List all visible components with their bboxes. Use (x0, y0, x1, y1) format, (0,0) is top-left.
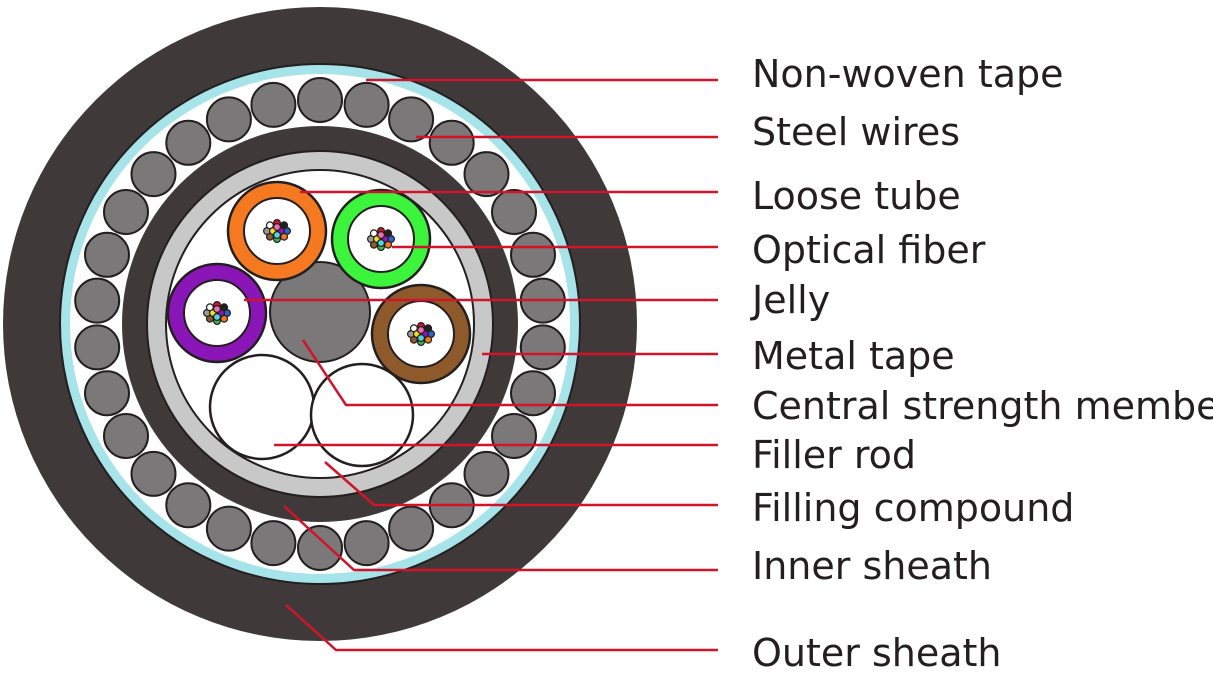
steel-wire (343, 520, 390, 567)
optical-fiber (273, 231, 282, 240)
label-metal-tape: Metal tape (752, 334, 955, 378)
steel-wire (388, 505, 435, 552)
leader-line-outer-sheath (285, 604, 718, 652)
steel-wire (74, 324, 121, 371)
label-non-woven-tape: Non-woven tape (752, 52, 1064, 96)
label-jelly: Jelly (752, 278, 831, 322)
steel-wire (103, 413, 149, 459)
optical-fiber (377, 239, 386, 248)
label-filling-compound: Filling compound (752, 486, 1075, 530)
steel-wire (510, 370, 556, 417)
steel-wire (388, 96, 435, 143)
steel-wire (519, 324, 566, 371)
optical-fiber (213, 313, 222, 322)
steel-wire (510, 231, 556, 278)
steel-wire (103, 189, 149, 235)
optical-fiber (417, 334, 426, 343)
filler-rod-left (208, 353, 316, 461)
steel-wire (297, 525, 343, 571)
steel-wire (205, 96, 252, 143)
steel-wire (463, 151, 510, 198)
steel-wire (84, 231, 130, 278)
steel-wire (463, 450, 510, 497)
steel-wire (165, 119, 212, 166)
label-optical-fiber: Optical fiber (752, 228, 986, 272)
tube-orange (226, 180, 328, 282)
optical-fiber (377, 231, 386, 240)
steel-wire-ring (74, 77, 566, 571)
steel-wire (165, 482, 212, 529)
label-central-strength-member: Central strength member (752, 384, 1213, 428)
steel-wire (74, 277, 121, 324)
steel-wire (250, 520, 297, 567)
optical-fiber (273, 223, 282, 232)
label-inner-sheath: Inner sheath (752, 544, 992, 588)
optical-fiber (213, 305, 222, 314)
filler-rod-right (309, 362, 415, 468)
label-outer-sheath: Outer sheath (752, 631, 1002, 675)
label-filler-rod: Filler rod (752, 433, 917, 477)
steel-wire (297, 77, 343, 123)
tube-green (330, 188, 432, 290)
tube-purple (166, 262, 268, 364)
label-loose-tube: Loose tube (752, 174, 961, 218)
steel-wire (250, 81, 297, 128)
steel-wire (491, 189, 537, 235)
steel-wire (491, 413, 537, 459)
steel-wire (130, 450, 177, 497)
steel-wire (343, 81, 390, 128)
tube-brown (370, 283, 472, 385)
leader-line-filling-compound (324, 461, 718, 507)
steel-wire (84, 370, 130, 417)
optical-fiber (417, 326, 426, 335)
loose-tubes (166, 180, 472, 385)
central-strength-member (269, 261, 371, 363)
steel-wire (130, 151, 177, 198)
leader-line-central-strength-member (301, 339, 718, 407)
steel-wire (205, 505, 252, 552)
leader-line-inner-sheath (283, 505, 718, 572)
label-steel-wires: Steel wires (752, 110, 961, 154)
leader-lines (244, 78, 718, 652)
steel-wire (428, 119, 475, 166)
